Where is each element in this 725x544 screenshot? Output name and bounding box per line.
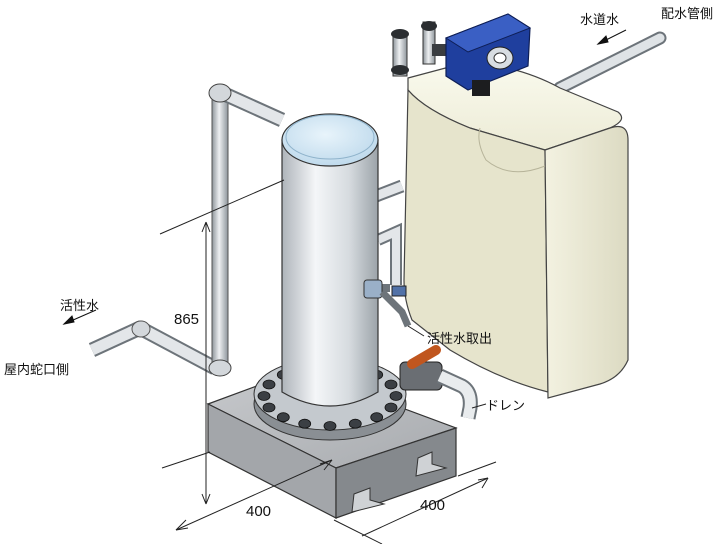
softener-tank <box>403 61 629 399</box>
flange-bolt <box>384 402 398 413</box>
flange-bolt <box>389 391 403 401</box>
flange-bolt <box>370 412 384 423</box>
label-activated-water-outlet: 活性水取出 <box>427 332 492 347</box>
flange-bolt <box>323 421 337 431</box>
flange-bolt <box>257 391 271 401</box>
drain-valve <box>399 345 478 420</box>
dimension-width-right: 400 <box>420 497 445 514</box>
dimension-height: 865 <box>174 311 199 328</box>
riser-pipe <box>208 83 286 377</box>
control-valve <box>391 13 532 96</box>
flow-arrows <box>62 29 627 325</box>
flange-bolt <box>262 379 276 390</box>
flange-bolt <box>384 379 398 390</box>
flange-bolt <box>348 418 362 429</box>
supply-pipe <box>553 31 667 95</box>
flange-bolt <box>262 402 276 413</box>
filter-column <box>281 113 379 407</box>
dimension-lines <box>159 179 497 544</box>
flange-bolt <box>298 418 312 429</box>
label-activated-water: 活性水 <box>60 299 99 314</box>
connector-pipe <box>373 179 405 285</box>
indoor-pipe <box>88 320 219 375</box>
label-supply-main: 配水管側 <box>661 7 713 22</box>
flange-bolt <box>276 412 290 423</box>
label-indoor-faucet: 屋内蛇口側 <box>4 362 69 378</box>
label-drain: ドレン <box>486 399 525 414</box>
dimension-width-left: 400 <box>246 503 271 520</box>
label-tap-water: 水道水 <box>580 13 619 28</box>
sampling-tap <box>363 279 412 328</box>
